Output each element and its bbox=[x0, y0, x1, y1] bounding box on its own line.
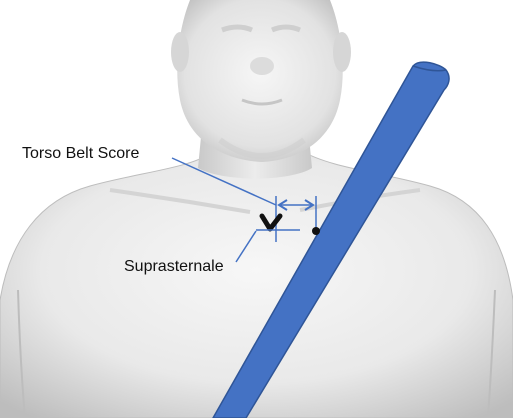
torso-belt-score-label: Torso Belt Score bbox=[22, 146, 139, 162]
nose bbox=[250, 57, 274, 75]
belt-edge-point bbox=[312, 227, 320, 235]
left-ear bbox=[171, 32, 189, 72]
right-ear bbox=[333, 32, 351, 72]
head-shape bbox=[177, 0, 343, 162]
suprasternale-label: Suprasternale bbox=[124, 259, 224, 275]
